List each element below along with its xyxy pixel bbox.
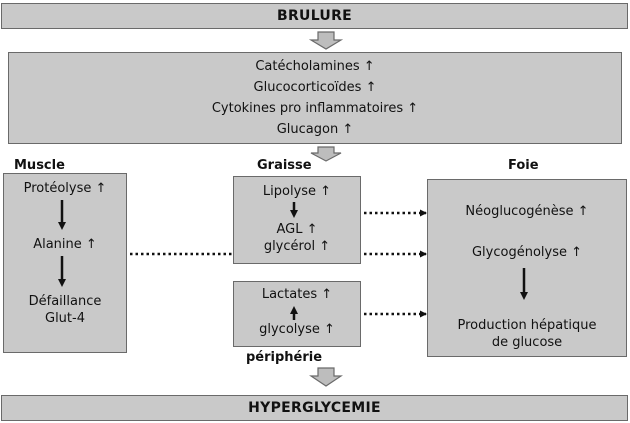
peripherie-header: périphérie xyxy=(246,350,323,365)
graisse-lipolyse: Lipolyse ↑ xyxy=(262,184,332,199)
block-arrow-brulure-hormones xyxy=(308,31,344,50)
foie-production: Production hépatique xyxy=(457,318,597,333)
brulure-label: BRULURE xyxy=(276,8,353,24)
foie-box xyxy=(427,179,627,357)
graisse-header: Graisse xyxy=(257,158,312,173)
block-arrow-hormones-graisse xyxy=(310,146,342,162)
muscle-box xyxy=(3,173,127,353)
peripherie-glycolyse: glycolyse ↑ xyxy=(259,322,335,337)
foie-header: Foie xyxy=(508,158,539,173)
hyperglycemie-label: HYPERGLYCEMIE xyxy=(248,400,381,416)
hormones-box: Catécholamines ↑ Glucocorticoïdes ↑ Cyto… xyxy=(8,52,622,144)
muscle-alanine: Alanine ↑ xyxy=(33,237,97,252)
graisse-agl: AGL ↑ xyxy=(276,222,318,237)
brulure-bar: BRULURE xyxy=(1,3,628,29)
graisse-glycerol: glycérol ↑ xyxy=(263,239,331,254)
foie-glycogenolyse: Glycogénolyse ↑ xyxy=(471,245,583,260)
muscle-defaillance: Défaillance xyxy=(28,294,102,309)
block-arrow-peripherie-hyperglycemie xyxy=(309,367,343,387)
hormone-catecholamines: Catécholamines ↑ xyxy=(255,59,375,74)
muscle-glut4: Glut-4 xyxy=(45,311,85,326)
hormone-cytokines: Cytokines pro inflammatoires ↑ xyxy=(211,101,419,116)
hyperglycemie-bar: HYPERGLYCEMIE xyxy=(1,395,628,421)
muscle-header: Muscle xyxy=(14,158,65,173)
hormone-glucocorticoides: Glucocorticoïdes ↑ xyxy=(253,80,377,95)
peripherie-lactates: Lactates ↑ xyxy=(261,287,333,302)
peripherie-box xyxy=(233,281,361,347)
hormone-glucagon: Glucagon ↑ xyxy=(276,122,354,137)
muscle-proteolyse: Protéolyse ↑ xyxy=(23,181,107,196)
foie-de-glucose: de glucose xyxy=(491,335,563,350)
foie-neoglucogenese: Néoglucogénèse ↑ xyxy=(465,204,589,219)
graisse-box xyxy=(233,176,361,264)
